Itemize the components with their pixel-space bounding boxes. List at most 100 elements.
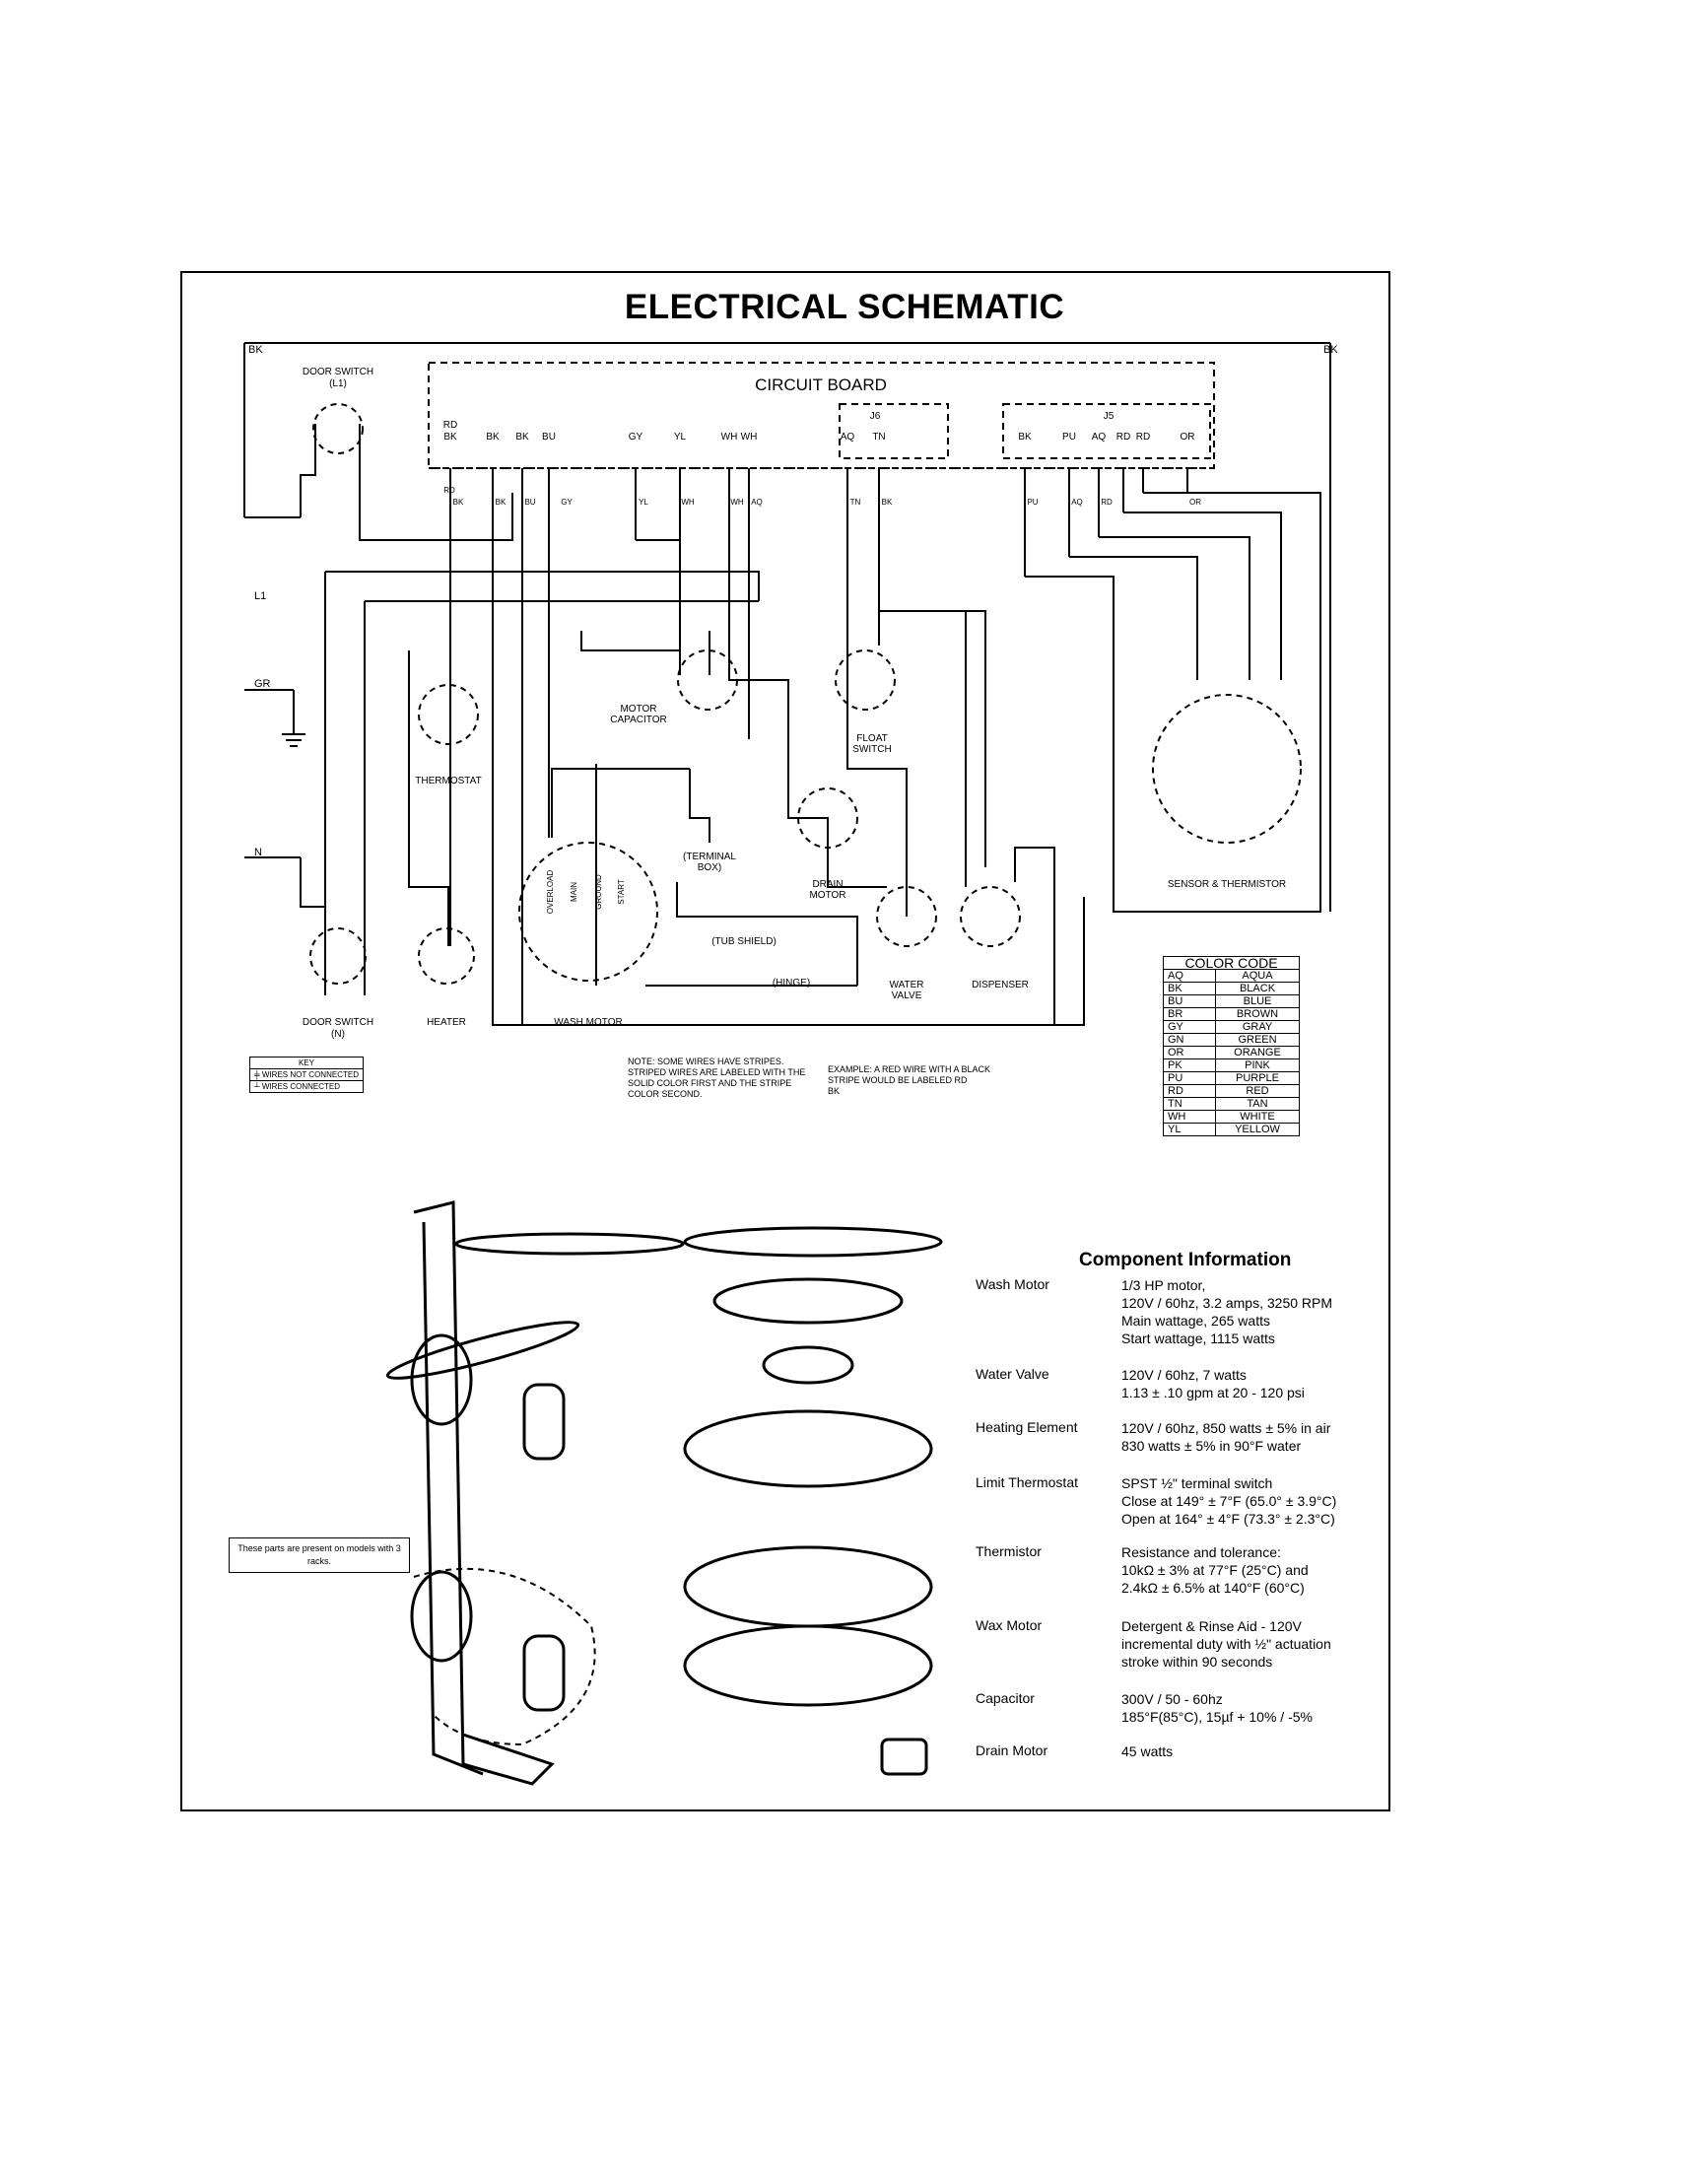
component-info-value: Resistance and tolerance: 10kΩ ± 3% at 7… xyxy=(1121,1544,1309,1596)
color-name: BLUE xyxy=(1215,994,1300,1008)
tub-shield-label: (TUB SHIELD) xyxy=(711,936,777,947)
color-code: GY xyxy=(1163,1020,1216,1034)
board-pin-label: TN xyxy=(872,432,885,443)
gr-label: GR xyxy=(254,678,271,690)
color-name: PINK xyxy=(1215,1058,1300,1072)
wire-color-label: AQ xyxy=(751,498,763,507)
wire-color-label: WH xyxy=(681,498,695,507)
board-pin-label: BK xyxy=(515,432,529,443)
wash-motor-label: WASH MOTOR xyxy=(554,1017,622,1028)
component-info-name: Drain Motor xyxy=(976,1742,1048,1758)
wire-color-label: PU xyxy=(1027,498,1038,507)
color-name: RED xyxy=(1215,1084,1300,1098)
l1-label: L1 xyxy=(254,590,266,602)
color-name: YELLOW xyxy=(1215,1123,1300,1136)
corner-bk-right: BK xyxy=(1323,344,1338,356)
board-pin-label: WH xyxy=(721,432,738,443)
thermostat-label: THERMOSTAT xyxy=(415,776,481,786)
wire-color-label: RD xyxy=(1101,498,1113,507)
component-info-value: 1/3 HP motor, 120V / 60hz, 3.2 amps, 325… xyxy=(1121,1277,1333,1346)
color-code: BK xyxy=(1163,982,1216,995)
color-name: TAN xyxy=(1215,1097,1300,1111)
heater-label: HEATER xyxy=(427,1017,466,1028)
door-switch-n-label: DOOR SWITCH xyxy=(303,1017,373,1028)
overload-winding: OVERLOAD xyxy=(546,870,555,915)
j6-label: J6 xyxy=(870,411,881,422)
component-info-name: Water Valve xyxy=(976,1366,1049,1382)
board-pin-label: PU xyxy=(1062,432,1076,443)
component-info-name: Limit Thermostat xyxy=(976,1474,1078,1490)
j5-label: J5 xyxy=(1104,411,1115,422)
board-pin-label: BK xyxy=(1018,432,1032,443)
color-code: YL xyxy=(1163,1123,1216,1136)
color-name: PURPLE xyxy=(1215,1071,1300,1085)
color-name: ORANGE xyxy=(1215,1046,1300,1059)
component-info-name: Heating Element xyxy=(976,1419,1078,1435)
door-switch-n-sub-label: (N) xyxy=(331,1029,345,1040)
key-title: KEY xyxy=(249,1057,364,1069)
door-switch-l1-label: DOOR SWITCH xyxy=(303,367,373,377)
component-info-name: Capacitor xyxy=(976,1690,1035,1706)
start-winding: START xyxy=(617,879,626,905)
color-code: BR xyxy=(1163,1007,1216,1021)
color-name: BLACK xyxy=(1215,982,1300,995)
board-pin-label: RD xyxy=(1136,432,1150,443)
component-info-title: Component Information xyxy=(1079,1250,1292,1270)
board-pin-label: BK xyxy=(443,432,457,443)
board-pin-label: OR xyxy=(1181,432,1195,443)
wire-note: NOTE: SOME WIRES HAVE STRIPES. STRIPED W… xyxy=(628,1057,806,1099)
color-code: PK xyxy=(1163,1058,1216,1072)
color-name: WHITE xyxy=(1215,1110,1300,1124)
wire-color-label: RD xyxy=(443,486,455,495)
board-pin-label: RD xyxy=(1116,432,1130,443)
color-code: TN xyxy=(1163,1097,1216,1111)
color-name: AQUA xyxy=(1215,969,1300,983)
wire-color-label: BK xyxy=(882,498,893,507)
board-pin-label: AQ xyxy=(1092,432,1107,443)
wire-color-label: WH xyxy=(730,498,744,507)
component-info-name: Thermistor xyxy=(976,1543,1042,1559)
wire-color-label: BK xyxy=(453,498,464,507)
schematic-frame xyxy=(180,271,1390,1811)
board-pin-label: GY xyxy=(629,432,643,443)
circuit-board-label: CIRCUIT BOARD xyxy=(755,375,887,394)
component-info-value: Detergent & Rinse Aid - 120V incremental… xyxy=(1121,1618,1331,1670)
key-table: KEY ╪ WIRES NOT CONNECTED ┴ WIRES CONNEC… xyxy=(249,1057,364,1093)
page-title: ELECTRICAL SCHEMATIC xyxy=(624,288,1065,326)
component-info-value: SPST ½" terminal switch Close at 149° ± … xyxy=(1121,1475,1337,1527)
key-row-connected: ┴ WIRES CONNECTED xyxy=(249,1080,364,1093)
wire-color-label: TN xyxy=(850,498,861,507)
wire-color-label: BU xyxy=(524,498,535,507)
wire-color-label: BK xyxy=(496,498,507,507)
three-rack-callout: These parts are present on models with 3… xyxy=(229,1537,410,1573)
wire-example: EXAMPLE: A RED WIRE WITH A BLACK STRIPE … xyxy=(828,1064,991,1096)
board-pin-label: BU xyxy=(542,432,556,443)
hinge-label: (HINGE) xyxy=(773,978,810,989)
board-pin-label: AQ xyxy=(841,432,855,443)
board-pin-label: RD xyxy=(443,420,457,431)
board-pin-label: WH xyxy=(741,432,758,443)
component-info-name: Wash Motor xyxy=(976,1276,1049,1292)
color-code: WH xyxy=(1163,1110,1216,1124)
ground-winding: GROUND xyxy=(594,874,603,910)
wire-color-label: YL xyxy=(639,498,648,507)
color-code: BU xyxy=(1163,994,1216,1008)
component-info-value: 300V / 50 - 60hz 185°F(85°C), 15µf + 10%… xyxy=(1121,1691,1313,1725)
door-switch-l1-sub-label: (L1) xyxy=(329,378,347,389)
n-label: N xyxy=(254,847,262,858)
color-code: PU xyxy=(1163,1071,1216,1085)
component-info-name: Wax Motor xyxy=(976,1617,1043,1633)
sensor-thermistor-label: SENSOR & THERMISTOR xyxy=(1168,879,1286,890)
color-name: GREEN xyxy=(1215,1033,1300,1047)
component-info-value: 45 watts xyxy=(1121,1743,1174,1759)
